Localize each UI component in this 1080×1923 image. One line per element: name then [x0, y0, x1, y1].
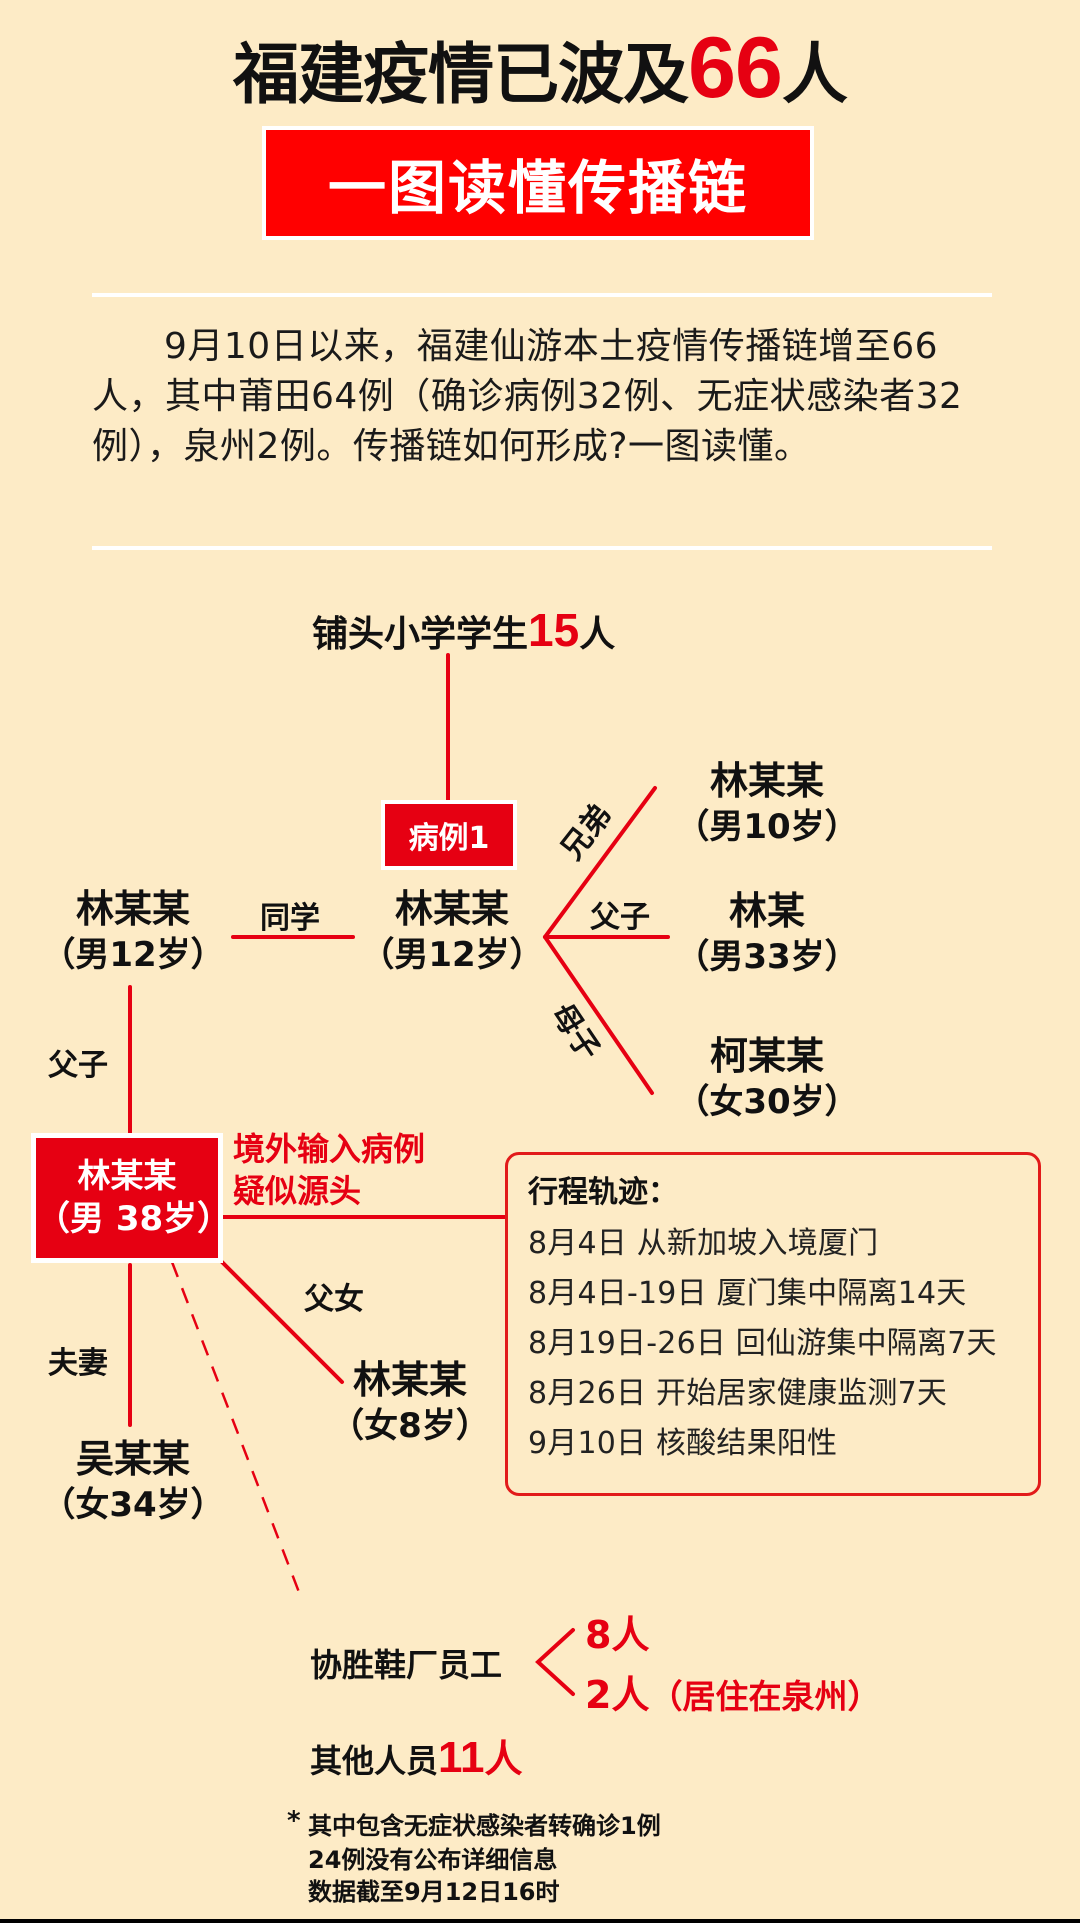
relation-wife: 夫妻 [48, 1346, 108, 1381]
factory-label: 协胜鞋厂员工 [310, 1646, 503, 1684]
father-age: （男33岁） [675, 937, 859, 977]
father-name: 林某 [728, 889, 806, 933]
relation-daughter: 父女 [304, 1282, 364, 1317]
school-prefix: 铺头小学学生 [312, 614, 529, 655]
case1-node: 林某某 （男12岁） [360, 886, 543, 978]
divider-bottom [92, 546, 992, 550]
itinerary-item: 8月26日 开始居家健康监测7天 [528, 1376, 948, 1411]
school-count: 15 [528, 604, 580, 656]
others-node: 其他人员11人 [310, 1728, 523, 1783]
itinerary-title: 行程轨迹： [528, 1175, 678, 1210]
bottom-border [0, 1919, 1080, 1923]
source-age: （男 38岁） [36, 1199, 232, 1239]
relation-classmate-father: 父子 [48, 1048, 108, 1083]
itinerary-item: 8月4日-19日 厦门集中隔离14天 [528, 1276, 967, 1311]
title-number: 66 [688, 20, 783, 116]
daughter-age: （女8岁） [330, 1406, 490, 1446]
case1-age: （男12岁） [360, 935, 544, 975]
school-suffix: 人 [579, 614, 616, 655]
case1-label: 病例1 [408, 821, 490, 856]
mother-name: 柯某某 [709, 1034, 825, 1078]
title-suffix: 人 [781, 36, 848, 113]
others-prefix: 其他人员 [310, 1742, 439, 1780]
daughter-node: 林某某 （女8岁） [330, 1357, 490, 1449]
line-dashed-factory [170, 1261, 304, 1601]
wife-age: （女34岁） [41, 1485, 225, 1525]
itinerary-item: 9月10日 核酸结果阳性 [528, 1426, 838, 1461]
relation-classmate: 同学 [260, 901, 320, 936]
daughter-name: 林某某 [352, 1358, 468, 1402]
brother-age: （男10岁） [675, 807, 859, 847]
factory-group2-note: （居住在泉州） [649, 1677, 881, 1716]
footnote-line1: 其中包含无症状感染者转确诊1例 [308, 1812, 661, 1840]
factory-group2-count: 2人 [585, 1673, 650, 1717]
school-node: 铺头小学学生15人 [312, 603, 615, 657]
classmate-node: 林某某 （男12岁） [41, 886, 224, 978]
subtitle-text: 一图读懂传播链 [327, 154, 748, 222]
relation-father: 父子 [590, 900, 650, 935]
case1-badge: 病例1 [385, 804, 513, 866]
mother-age: （女30岁） [675, 1082, 859, 1122]
divider-top [92, 293, 992, 297]
intro-paragraph: 9月10日以来，福建仙游本土疫情传播链增至66人，其中莆田64例（确诊病例32例… [92, 326, 963, 467]
itinerary-box [505, 1152, 1041, 1496]
source-name: 林某某 [77, 1156, 177, 1195]
father-node: 林某 （男33岁） [675, 888, 858, 980]
mother-node: 柯某某 （女30岁） [675, 1033, 858, 1125]
relation-brother: 兄弟 [554, 797, 620, 867]
classmate-name: 林某某 [75, 887, 191, 931]
bracket-factory [535, 1628, 575, 1696]
wife-name: 吴某某 [75, 1437, 191, 1481]
footnote-line2: 24例没有公布详细信息 [308, 1846, 558, 1874]
brother-node: 林某某 （男10岁） [675, 758, 858, 850]
source-note-line1: 境外输入病例 [233, 1130, 426, 1168]
factory-group1: 8人 [585, 1613, 650, 1657]
itinerary-item: 8月4日 从新加坡入境厦门 [528, 1226, 879, 1261]
relation-mother: 母子 [543, 997, 607, 1067]
factory-group2: 2人（居住在泉州） [585, 1664, 880, 1719]
title-prefix: 福建疫情已波及 [233, 36, 689, 113]
footnote-line3: 数据截至9月12日16时 [308, 1878, 560, 1906]
classmate-age: （男12岁） [41, 935, 225, 975]
others-count: 11 [438, 1733, 485, 1782]
brother-name: 林某某 [709, 759, 825, 803]
footnote-star: * [287, 1806, 301, 1836]
wife-node: 吴某某 （女34岁） [41, 1436, 224, 1528]
others-suffix: 人 [484, 1737, 523, 1781]
subtitle-banner: 一图读懂传播链 [266, 130, 810, 236]
source-note-line2: 疑似源头 [233, 1172, 362, 1210]
case1-name: 林某某 [394, 887, 510, 931]
itinerary-item: 8月19日-26日 回仙游集中隔离7天 [528, 1326, 997, 1361]
page-title: 福建疫情已波及66人 [0, 25, 1080, 115]
source-note: 境外输入病例 疑似源头 [233, 1128, 425, 1212]
source-node: 林某某 （男 38岁） [36, 1138, 232, 1258]
